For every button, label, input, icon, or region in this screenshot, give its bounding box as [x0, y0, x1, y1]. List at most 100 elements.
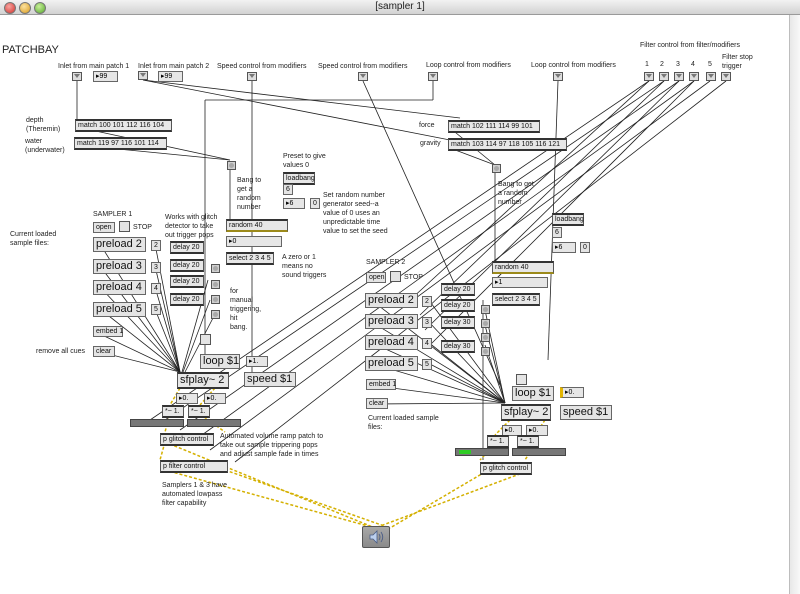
sampler1-delay-5[interactable]: delay 20: [170, 293, 204, 306]
sampler2-meter-right: [512, 448, 566, 456]
sampler1-gain-right[interactable]: ▸0.: [204, 393, 226, 404]
sampler1-mult-right[interactable]: *~ 1.: [188, 405, 210, 418]
sampler2-stop-toggle[interactable]: [390, 271, 401, 282]
sampler2-delay-5[interactable]: delay 30: [441, 340, 475, 353]
sampler1-sfplay[interactable]: sfplay~ 2: [177, 372, 229, 389]
inlet-main1[interactable]: [72, 72, 82, 81]
inlet-speed1[interactable]: [247, 72, 257, 81]
sampler1-delay-2[interactable]: delay 20: [170, 241, 204, 254]
random2[interactable]: random 40: [492, 261, 554, 274]
sampler1-loop-toggle[interactable]: [200, 334, 211, 345]
sampler2-open-button[interactable]: open: [366, 272, 386, 283]
sampler1-number-3[interactable]: 3: [151, 262, 161, 273]
sampler2-clear[interactable]: clear: [366, 398, 388, 409]
sampler2-number-3[interactable]: 3: [422, 317, 432, 328]
sampler2-speed-message[interactable]: speed $1: [560, 405, 612, 420]
sampler2-trigger-bang-4[interactable]: [481, 333, 490, 342]
minimize-window-button[interactable]: [19, 2, 31, 14]
match-depth[interactable]: match 100 101 112 116 104: [75, 119, 172, 132]
sampler1-filter-control[interactable]: p filter control: [160, 460, 228, 473]
sampler2-trigger-bang-2[interactable]: [481, 305, 490, 314]
match-force[interactable]: match 102 111 114 99 101: [448, 120, 540, 133]
sampler1-trigger-bang-4[interactable]: [211, 295, 220, 304]
sampler2-number-4[interactable]: 4: [422, 338, 432, 349]
sampler1-glitch-control[interactable]: p glitch control: [160, 433, 214, 446]
vertical-scrollbar[interactable]: [789, 15, 800, 594]
sampler2-glitch-control[interactable]: p glitch control: [480, 462, 532, 475]
inlet-main1-number[interactable]: ▸99: [93, 71, 118, 82]
inlet-loop1[interactable]: [428, 72, 438, 81]
inlet-main2[interactable]: [138, 71, 148, 80]
close-window-button[interactable]: [4, 2, 16, 14]
loadbang1[interactable]: loadbang: [283, 172, 315, 185]
sampler1-loop-message[interactable]: loop $1: [200, 354, 240, 369]
match-water[interactable]: match 119 97 116 101 114: [74, 137, 167, 150]
seed2-zero-message[interactable]: 0: [580, 242, 590, 253]
inlet-loop2[interactable]: [553, 72, 563, 81]
sampler2-delay-4[interactable]: delay 30: [441, 316, 475, 329]
sampler2-sfplay[interactable]: sfplay~ 2: [501, 404, 551, 421]
sampler2-preload-3[interactable]: preload 3: [365, 314, 418, 329]
sampler1-clear[interactable]: clear: [93, 346, 115, 357]
sampler2-embed[interactable]: embed 1: [366, 379, 396, 390]
sampler1-open-button[interactable]: open: [93, 222, 115, 233]
random2-bang[interactable]: [492, 164, 501, 173]
inlet-main2-number[interactable]: ▸99: [158, 71, 183, 82]
inlet-filter-4[interactable]: [689, 72, 699, 81]
inlet-filter-stop[interactable]: [721, 72, 731, 81]
sampler2-loop-toggle[interactable]: [516, 374, 527, 385]
sampler1-trigger-bang-2[interactable]: [211, 264, 220, 273]
select2[interactable]: select 2 3 4 5: [492, 293, 540, 306]
sampler2-preload-5[interactable]: preload 5: [365, 356, 418, 371]
sampler2-delay-3[interactable]: delay 20: [441, 299, 475, 312]
sampler2-trigger-bang-3[interactable]: [481, 319, 490, 328]
sampler2-gain-left[interactable]: ▸0.: [502, 425, 522, 436]
dac-output[interactable]: [362, 526, 390, 548]
inlet-filter-5[interactable]: [706, 72, 716, 81]
sampler2-trigger-bang-5[interactable]: [481, 347, 490, 356]
sampler1-embed[interactable]: embed 1: [93, 326, 123, 337]
match-gravity[interactable]: match 103 114 97 118 105 116 121: [448, 138, 567, 151]
random2-output[interactable]: ▸1: [492, 277, 548, 288]
sampler1-trigger-bang-3[interactable]: [211, 280, 220, 289]
sampler2-preload-2[interactable]: preload 2: [365, 293, 418, 308]
sampler1-preload-5[interactable]: preload 5: [93, 302, 146, 317]
seed1-number[interactable]: ▸6: [283, 198, 305, 209]
inlet-filter-2[interactable]: [659, 72, 669, 81]
zoom-window-button[interactable]: [34, 2, 46, 14]
sampler1-number-2[interactable]: 2: [151, 240, 161, 251]
sampler1-speed-number[interactable]: ▸1.: [246, 356, 268, 367]
sampler2-mult-left[interactable]: *~ 1.: [487, 435, 509, 448]
sampler1-delay-3[interactable]: delay 20: [170, 259, 204, 272]
inlet-filter-1[interactable]: [644, 72, 654, 81]
inlet-filter-3[interactable]: [674, 72, 684, 81]
sampler2-preload-4[interactable]: preload 4: [365, 335, 418, 350]
random1-output[interactable]: ▸0: [226, 236, 282, 247]
sampler1-delay-4[interactable]: delay 20: [170, 275, 204, 288]
sampler2-number-5[interactable]: 5: [422, 359, 432, 370]
sampler1-gain-left[interactable]: ▸0.: [176, 393, 198, 404]
random1[interactable]: random 40: [226, 219, 288, 232]
sampler1-mult-left[interactable]: *~ 1.: [162, 405, 184, 418]
loadbang2[interactable]: loadbang: [552, 213, 584, 226]
sampler1-speed-message[interactable]: speed $1: [244, 372, 296, 387]
sampler1-preload-2[interactable]: preload 2: [93, 237, 146, 252]
seed1-zero-message[interactable]: 0: [310, 198, 320, 209]
sampler2-mult-right[interactable]: *~ 1.: [517, 435, 539, 448]
sampler2-number-2[interactable]: 2: [422, 296, 432, 307]
sampler1-trigger-bang-5[interactable]: [211, 310, 220, 319]
sampler1-preload-3[interactable]: preload 3: [93, 259, 146, 274]
select1[interactable]: select 2 3 4 5: [226, 252, 274, 265]
sampler1-number-4[interactable]: 4: [151, 283, 161, 294]
sampler2-loop-message[interactable]: loop $1: [512, 386, 554, 401]
sampler1-stop-toggle[interactable]: [119, 221, 130, 232]
seed2-message[interactable]: 6: [552, 227, 562, 238]
sampler1-number-5[interactable]: 5: [151, 304, 161, 315]
inlet-speed2[interactable]: [358, 72, 368, 81]
random1-bang[interactable]: [227, 161, 236, 170]
seed1-message[interactable]: 6: [283, 184, 293, 195]
sampler2-delay-2[interactable]: delay 20: [441, 283, 475, 296]
sampler1-preload-4[interactable]: preload 4: [93, 280, 146, 295]
sampler2-speed-number[interactable]: ▸0.: [560, 387, 584, 398]
seed2-number[interactable]: ▸6: [552, 242, 576, 253]
